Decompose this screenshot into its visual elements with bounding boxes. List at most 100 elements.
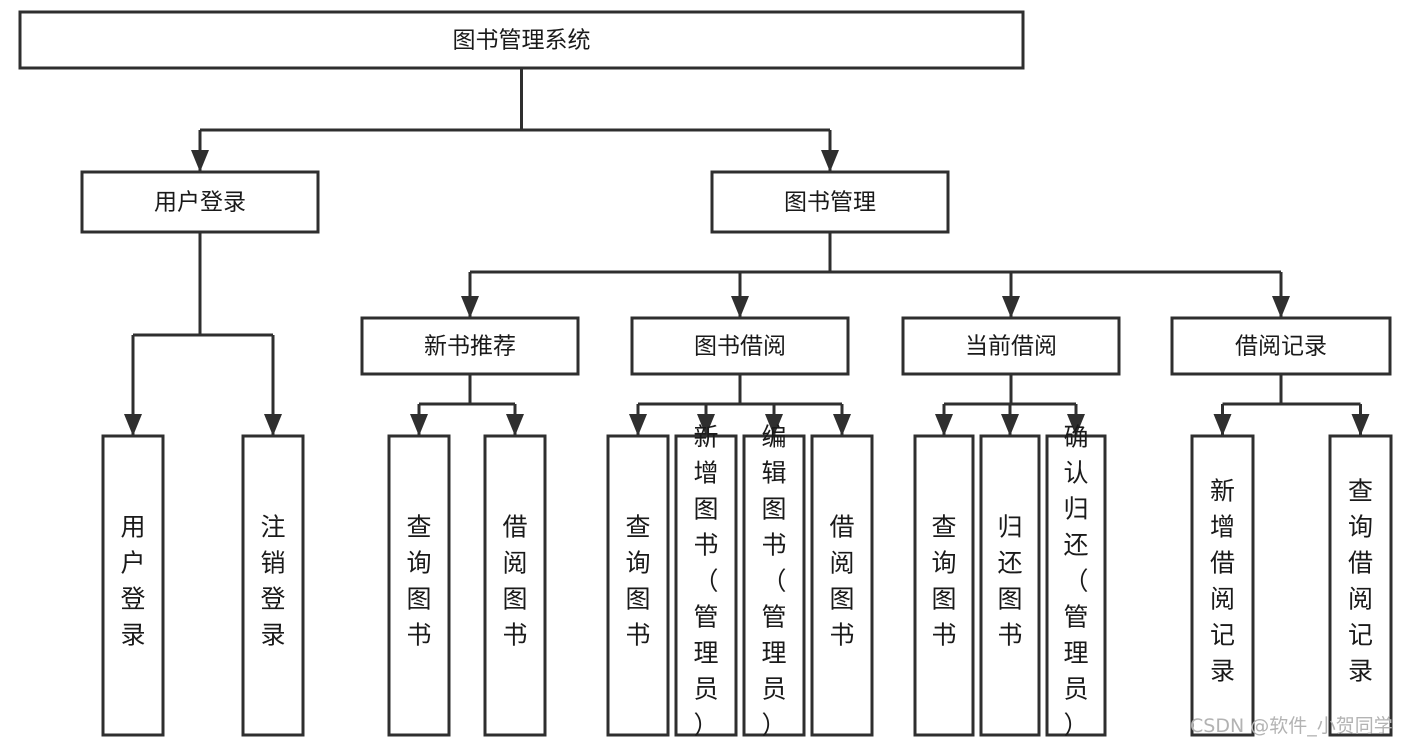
node-label-char: ） xyxy=(1063,711,1088,740)
node-current-borrow[interactable]: 当前借阅 xyxy=(901,316,1121,376)
node-label-char: 书 xyxy=(693,531,718,560)
node-label-char: ） xyxy=(693,711,718,740)
node-new-book-recommend[interactable]: 新书推荐 xyxy=(360,316,580,376)
node-box[interactable] xyxy=(810,434,874,737)
node-box[interactable] xyxy=(241,434,305,737)
node-book-manage[interactable]: 图书管理 xyxy=(710,170,950,234)
node-box[interactable] xyxy=(901,316,1121,376)
arrow-head-icon xyxy=(124,414,142,436)
node-book-borrow[interactable]: 图书借阅 xyxy=(630,316,850,376)
node-label-char: 书 xyxy=(625,621,650,650)
node-label-char: 借 xyxy=(1210,549,1235,578)
node-label-char: 员 xyxy=(693,675,718,704)
node-box[interactable] xyxy=(360,316,580,376)
node-label-char: 阅 xyxy=(1210,585,1235,614)
arrow-head-icon xyxy=(1067,414,1085,436)
node-box[interactable] xyxy=(710,170,950,234)
node-box[interactable] xyxy=(630,316,850,376)
node-label-char: 录 xyxy=(1210,657,1235,686)
node-label-char: 查 xyxy=(931,513,956,542)
node-box[interactable] xyxy=(606,434,670,737)
node-label-char: 阅 xyxy=(502,549,527,578)
node-label-char: 询 xyxy=(1348,513,1373,542)
node-label-char: 认 xyxy=(1063,459,1088,488)
node-label: 用户登录 xyxy=(120,513,145,650)
node-box[interactable] xyxy=(387,434,451,737)
node-box[interactable] xyxy=(979,434,1041,737)
node-label-char: 查 xyxy=(1348,477,1373,506)
node-user-login-do[interactable]: 用户登录 xyxy=(101,434,165,737)
node-label: 用户登录 xyxy=(154,190,246,216)
node-label-char: 登 xyxy=(260,585,285,614)
arrow-head-icon xyxy=(833,414,851,436)
node-label-char: 管 xyxy=(761,603,786,632)
node-label-char: 书 xyxy=(761,531,786,560)
node-label: 借阅记录 xyxy=(1235,334,1327,360)
node-label-char: 书 xyxy=(829,621,854,650)
node-label-char: 管 xyxy=(693,603,718,632)
node-label-char: 询 xyxy=(625,549,650,578)
node-borrow-record[interactable]: 借阅记录 xyxy=(1170,316,1392,376)
node-label-char: 记 xyxy=(1210,621,1235,650)
node-box[interactable] xyxy=(101,434,165,737)
node-label-char: 归 xyxy=(1063,495,1088,524)
node-label-char: 询 xyxy=(406,549,431,578)
node-label-char: （ xyxy=(1063,567,1088,596)
node-label-char: 还 xyxy=(997,549,1022,578)
node-label: 新书推荐 xyxy=(424,334,516,360)
node-label-char: 书 xyxy=(997,621,1022,650)
node-label-char: 借 xyxy=(829,513,854,542)
node-label-char: 借 xyxy=(502,513,527,542)
node-label-char: 图 xyxy=(761,495,786,524)
node-box[interactable] xyxy=(18,10,1025,70)
node-label-char: 管 xyxy=(1063,603,1088,632)
node-label-char: 询 xyxy=(931,549,956,578)
node-box[interactable] xyxy=(80,170,320,234)
node-label-char: 书 xyxy=(931,621,956,650)
node-root[interactable]: 图书管理系统 xyxy=(18,10,1025,70)
node-label-char: 图 xyxy=(502,585,527,614)
node-label: 图书管理系统 xyxy=(453,28,591,54)
node-label-char: 录 xyxy=(260,621,285,650)
node-box[interactable] xyxy=(1170,316,1392,376)
csdn-watermark: CSDN @软件_小贺同学 xyxy=(1190,715,1393,737)
node-label-char: 书 xyxy=(502,621,527,650)
node-box[interactable] xyxy=(1328,434,1393,737)
node-box[interactable] xyxy=(483,434,547,737)
node-label-char: （ xyxy=(761,567,786,596)
node-user-login[interactable]: 用户登录 xyxy=(80,170,320,234)
node-label-char: 借 xyxy=(1348,549,1373,578)
node-box[interactable] xyxy=(913,434,975,737)
node-label-char: 阅 xyxy=(829,549,854,578)
arrow-head-icon xyxy=(697,414,715,436)
node-label: 当前借阅 xyxy=(965,334,1057,360)
arrow-head-icon xyxy=(1351,414,1370,436)
arrow-head-icon xyxy=(821,150,839,172)
node-box[interactable] xyxy=(674,434,738,737)
arrow-head-icon xyxy=(264,414,282,436)
node-label-char: 图 xyxy=(625,585,650,614)
node-box[interactable] xyxy=(1190,434,1255,737)
arrow-head-icon xyxy=(1213,414,1232,436)
arrow-head-icon xyxy=(506,414,524,436)
node-box[interactable] xyxy=(1045,434,1107,737)
arrow-head-icon xyxy=(461,296,479,318)
node-box[interactable] xyxy=(742,434,806,737)
arrow-head-icon xyxy=(731,296,749,318)
